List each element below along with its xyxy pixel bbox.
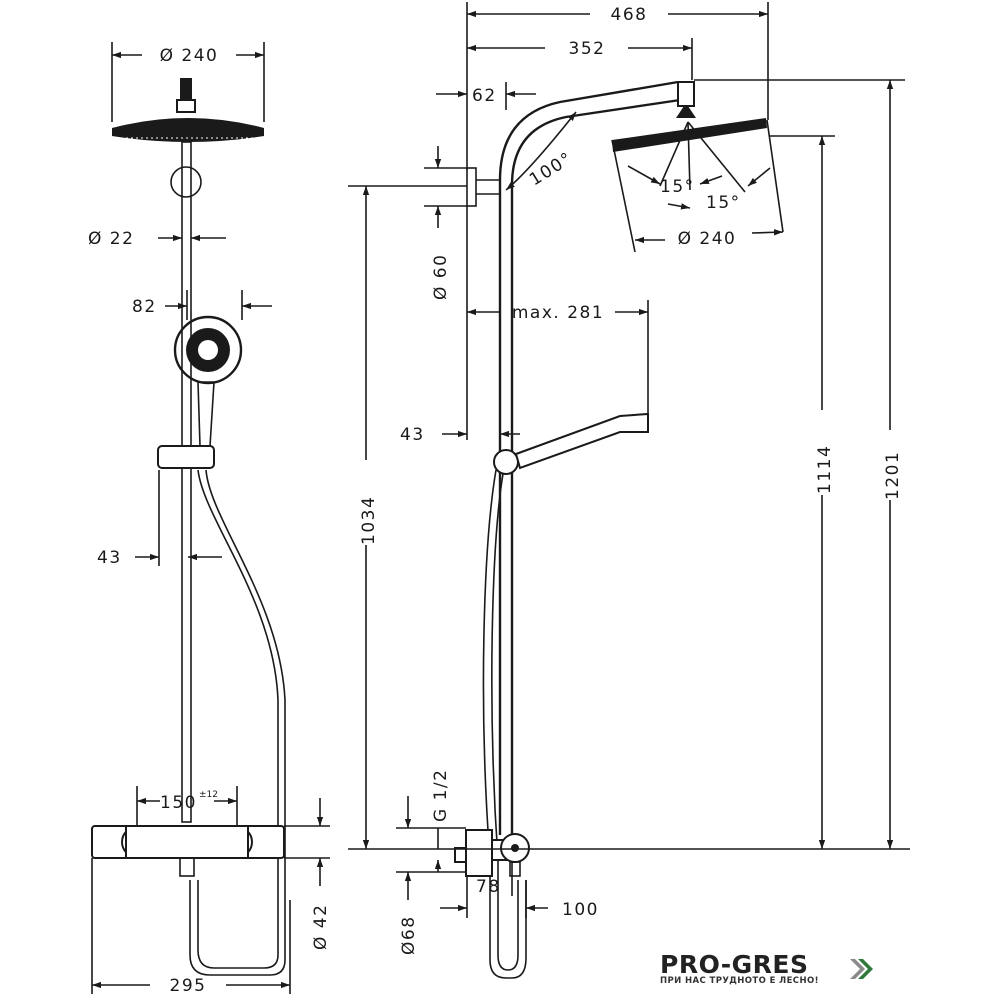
brand-name: PRO-GRES	[660, 950, 809, 979]
front-center-tolerance-label: ±12	[199, 790, 218, 800]
front-rail-offset-label: 43	[97, 548, 122, 568]
side-tilt-angle-2-label: 15°	[706, 193, 741, 213]
side-flange-diameter-label: Ø68	[399, 915, 419, 955]
brand-logo-block: PRO-GRES ПРИ НАС ТРУДНОТО Е ЛЕСНО!	[660, 950, 900, 986]
front-total-width-label: 295	[170, 976, 207, 996]
side-handshower-reach-label: max. 281	[512, 303, 604, 323]
side-bend-angle-label: 100°	[526, 148, 576, 190]
side-height-1201-label: 1201	[883, 451, 903, 500]
brand-tagline: ПРИ НАС ТРУДНОТО Е ЛЕСНО!	[660, 976, 819, 986]
side-arm-projection-label: 352	[569, 39, 606, 59]
front-shower-rail	[170, 141, 202, 823]
double-chevron-icon	[850, 959, 873, 979]
side-thread-label: G 1/2	[431, 769, 451, 822]
front-view: Ø 240 Ø 22 82 43 150 ±12 Ø 42 295	[88, 42, 331, 996]
side-head-diameter-label: Ø 240	[678, 229, 737, 249]
side-height-1034-label: 1034	[359, 496, 379, 545]
side-wall-flange-label: Ø 60	[431, 254, 451, 300]
front-head-shower	[112, 78, 264, 142]
side-view: 468 352 62 100° 15° 15° Ø 240 Ø 60 ma	[348, 2, 910, 979]
side-height-1114-label: 1114	[815, 445, 835, 494]
side-rail-offset-label: 43	[400, 425, 425, 445]
front-thermostat	[91, 825, 285, 877]
front-hand-shower	[157, 315, 286, 976]
front-pipe-diameter-label: Ø 22	[88, 229, 134, 249]
side-mixer-depth-label: 100	[562, 900, 599, 920]
side-mixer	[454, 829, 530, 877]
front-thermostat-height-label: Ø 42	[311, 904, 331, 950]
front-handshower-width-label: 82	[132, 297, 157, 317]
side-inlet-depth-label: 78	[476, 877, 501, 897]
front-center-distance-label: 150	[160, 793, 197, 813]
side-head-shower	[611, 81, 784, 253]
side-wall-offset-label: 62	[472, 86, 497, 106]
side-total-depth-label: 468	[611, 5, 648, 25]
front-head-diameter-label: Ø 240	[160, 46, 219, 66]
side-hand-shower	[482, 412, 649, 979]
side-tilt-angle-1-label: 15°	[660, 177, 695, 197]
